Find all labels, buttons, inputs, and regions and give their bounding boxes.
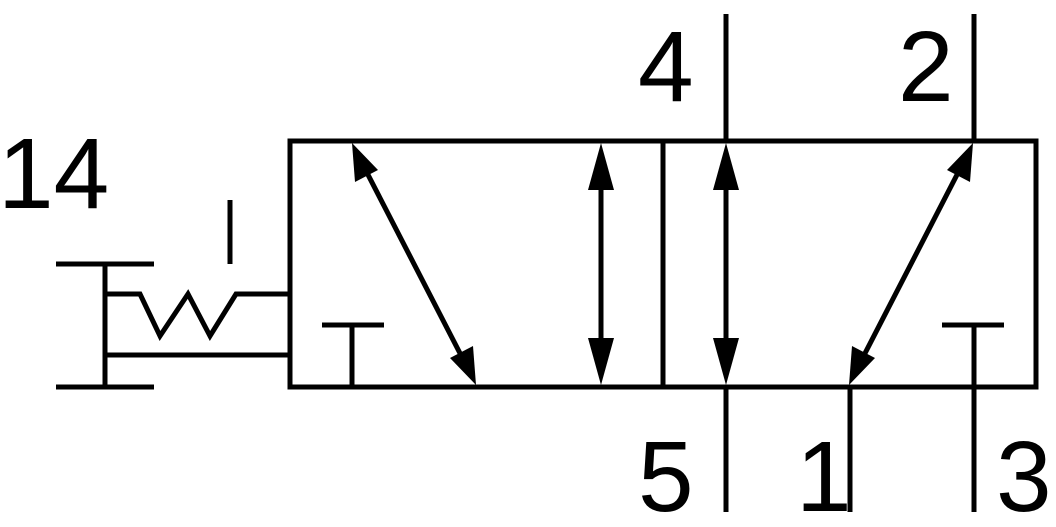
port-label-14: 14 — [0, 118, 109, 230]
port-label-3: 3 — [996, 421, 1052, 527]
port-label-4: 4 — [638, 11, 694, 123]
arrowhead-up-right — [947, 143, 973, 182]
port-label-1: 1 — [796, 421, 852, 527]
port-label-5: 5 — [638, 421, 694, 527]
right-position-flow — [713, 143, 1004, 387]
arrowhead-up-vertical-left — [588, 143, 614, 190]
left-position-flow — [322, 143, 614, 387]
actuator — [56, 200, 290, 390]
arrowhead-down-vertical-left — [588, 338, 614, 385]
arrowhead-up-left — [352, 143, 378, 182]
arrowhead-down-right — [849, 346, 875, 385]
arrowhead-down-vertical-right — [713, 338, 739, 385]
flow-path-diagonal-left — [360, 163, 468, 365]
arrowhead-down-left — [450, 346, 476, 385]
spring-icon — [105, 289, 290, 342]
port-lines — [723, 14, 977, 512]
flow-path-diagonal-right — [857, 163, 965, 365]
arrowhead-up-vertical-right — [713, 143, 739, 190]
port-label-2: 2 — [898, 11, 954, 123]
valve-body — [287, 138, 1039, 390]
